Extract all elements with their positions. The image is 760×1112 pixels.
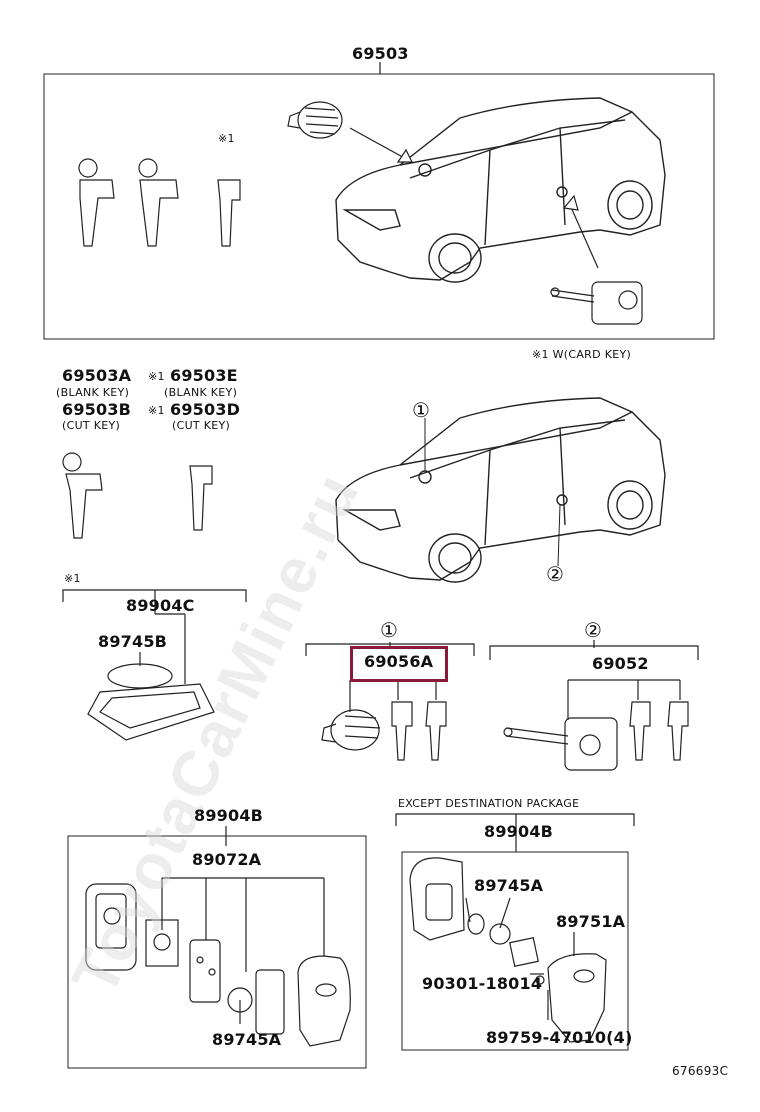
frame-89904B-left	[67, 835, 367, 1069]
label-figure-code: 676693C	[672, 1064, 729, 1078]
battery-left	[227, 987, 253, 1013]
label-69503D[interactable]: 69503D	[170, 400, 241, 419]
label-89751A[interactable]: 89751A	[556, 912, 626, 931]
label-89745B[interactable]: 89745B	[98, 632, 168, 651]
key-case-left-1	[85, 883, 137, 971]
frame-89904B-right	[401, 851, 629, 1051]
key-mid-5	[629, 701, 651, 761]
label-card-key-note: ※1 W(CARD KEY)	[532, 348, 632, 361]
label-mark-d: ※1	[148, 404, 165, 417]
label-89072A[interactable]: 89072A	[192, 850, 262, 869]
label-circ1-top: ①	[412, 398, 431, 422]
label-blank-key-2: (BLANK KEY)	[164, 386, 238, 399]
car-top-illustration	[335, 97, 666, 283]
watermark-text: ToyotaCarMine.ru	[58, 461, 373, 1006]
label-89904B-left[interactable]: 89904B	[194, 806, 264, 825]
key-top-3	[217, 179, 241, 247]
label-mark-card: ※1	[64, 572, 81, 585]
arrow-lock	[349, 127, 409, 161]
ignition-switch-mid	[503, 717, 618, 771]
label-69503E[interactable]: 69503E	[170, 366, 238, 385]
key-insert-left	[145, 919, 179, 967]
key-top-1	[78, 158, 115, 247]
label-89904C[interactable]: 89904C	[126, 596, 195, 615]
label-blank-key-1: (BLANK KEY)	[56, 386, 130, 399]
label-89745A-right[interactable]: 89745A	[474, 876, 544, 895]
label-circ1-mid: ①	[380, 618, 399, 642]
board-right	[509, 937, 539, 967]
label-69503A[interactable]: 69503A	[62, 366, 132, 385]
label-circ2-mid: ②	[584, 618, 603, 642]
ignition-switch-top	[550, 281, 643, 325]
screw-right	[535, 975, 545, 985]
label-cut-key-1: (CUT KEY)	[62, 419, 121, 432]
label-89904B-right[interactable]: 89904B	[484, 822, 554, 841]
key-cover-left	[297, 955, 351, 1047]
key-case-right	[409, 857, 465, 941]
lock-cylinder-mid	[321, 709, 381, 751]
label-89759[interactable]: 89759-47010(4)	[486, 1028, 633, 1047]
label-except-package: EXCEPT DESTINATION PACKAGE	[398, 797, 580, 810]
key-top-2	[138, 158, 179, 247]
label-90301[interactable]: 90301-18014	[422, 974, 543, 993]
card-key	[87, 683, 215, 741]
label-69503B[interactable]: 69503B	[62, 400, 132, 419]
label-89745A-left[interactable]: 89745A	[212, 1030, 282, 1049]
label-key-mark: ※1	[218, 132, 235, 145]
label-69056A[interactable]: 69056A	[364, 652, 434, 671]
key-frame-left	[255, 969, 285, 1035]
battery-89745B	[107, 663, 173, 689]
battery-right	[489, 923, 511, 945]
key-mid-1	[62, 452, 103, 539]
key-mid-4	[425, 701, 447, 761]
label-mark-e: ※1	[148, 370, 165, 383]
top-frame	[43, 73, 715, 340]
o-ring-right	[467, 913, 485, 935]
label-69052[interactable]: 69052	[592, 654, 649, 673]
circuit-board-left	[189, 939, 221, 1003]
label-69503[interactable]: 69503	[352, 44, 409, 63]
car-middle-illustration	[335, 397, 666, 583]
label-circ2-top: ②	[546, 562, 565, 586]
bracket-except	[395, 813, 635, 826]
highlight-69056A	[350, 646, 448, 682]
label-cut-key-2: (CUT KEY)	[172, 419, 231, 432]
key-mid-3	[391, 701, 413, 761]
key-mid-2	[189, 465, 213, 531]
lock-cylinder-top	[287, 101, 343, 139]
key-cover-right	[547, 953, 607, 1043]
key-mid-6	[667, 701, 689, 761]
